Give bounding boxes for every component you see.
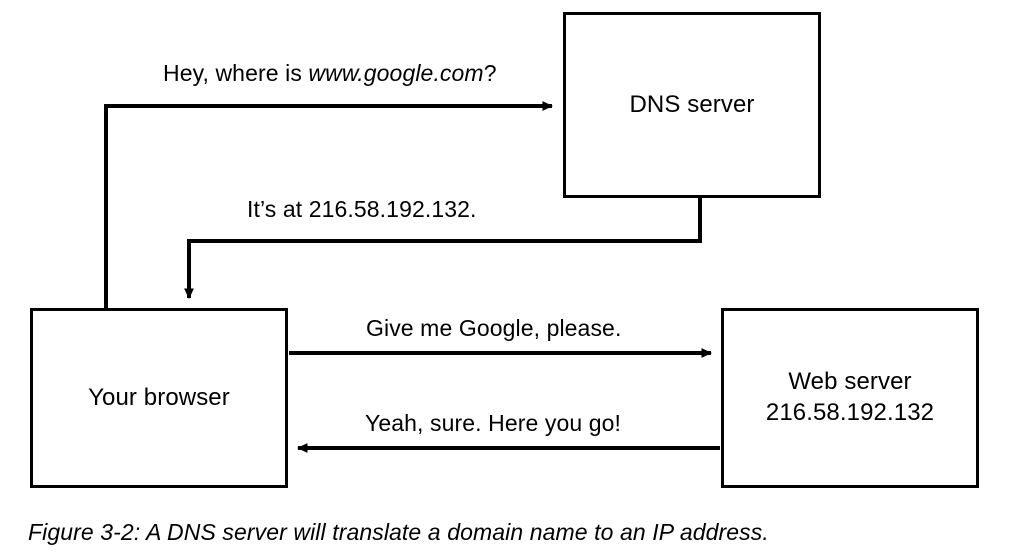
node-your-browser: Your browser — [30, 308, 288, 488]
connector-dns-to-browser — [184, 198, 702, 299]
edge-label-http-request: Give me Google, please. — [366, 315, 622, 341]
node-dns-server-label: DNS server — [629, 90, 755, 118]
node-web-server-label: Web server 216.58.192.132 — [765, 368, 935, 426]
figure-caption: Figure 3-2: A DNS server will translate … — [28, 519, 769, 545]
edge-label-http-response: Yeah, sure. Here you go! — [365, 410, 621, 436]
edge-label-dns-query-prefix: Hey, where is — [163, 60, 309, 86]
edge-label-dns-answer: It’s at 216.58.192.132. — [247, 196, 477, 222]
node-web-server: Web server 216.58.192.132 — [721, 308, 979, 488]
edge-label-dns-query: Hey, where is www.google.com? — [163, 60, 497, 87]
node-dns-server: DNS server — [563, 12, 821, 198]
edge-label-dns-query-domain: www.google.com — [308, 60, 484, 86]
node-your-browser-label: Your browser — [88, 383, 230, 411]
connector-browser-to-dns — [104, 101, 553, 308]
edge-label-dns-query-suffix: ? — [483, 60, 497, 86]
